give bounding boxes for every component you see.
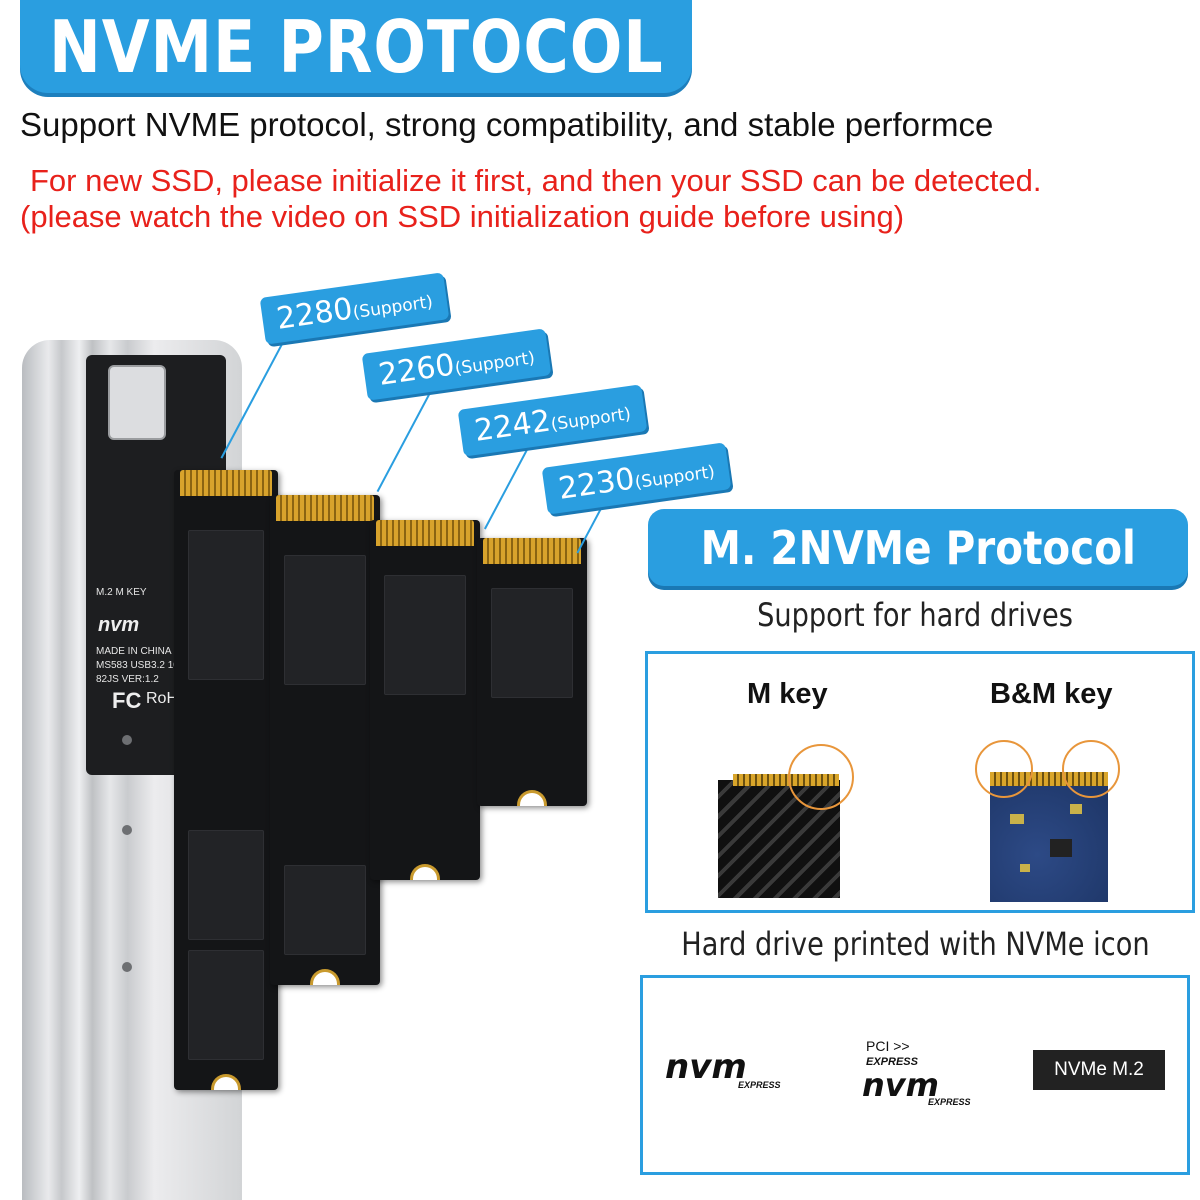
subtitle: Support NVME protocol, strong compatibil… (20, 106, 994, 143)
enclosure-label-key: M.2 M KEY (96, 587, 147, 598)
ssd-2260 (270, 495, 380, 985)
protocol-banner: M. 2NVMe Protocol (648, 509, 1188, 586)
size-tag-2260: 2260(Support) (361, 328, 552, 401)
enclosure-label-made: MADE IN CHINA (96, 646, 172, 657)
title-banner: NVME PROTOCOL (20, 0, 692, 93)
leader-line (576, 504, 604, 554)
warning-note-line-1: For new SSD, please initialize it first,… (30, 163, 1042, 198)
size-tag-2230: 2230(Support) (541, 442, 732, 515)
support-caption: Support for hard drives (757, 596, 1073, 634)
notch-highlight-icon (975, 740, 1033, 798)
pci-express-label: PCI >> (866, 1038, 910, 1054)
warning-note-line-2: (please watch the video on SSD initializ… (20, 199, 905, 234)
notch-highlight-icon (788, 744, 854, 810)
nvme-m2-badge: NVMe M.2 (1033, 1050, 1165, 1090)
enclosure-label-ver: 82JS VER:1.2 (96, 674, 159, 685)
rohs-mark: RoH (146, 690, 179, 707)
nvme-logo-icon: nvm (665, 1047, 747, 1087)
nvme-logo-panel (640, 975, 1190, 1175)
page-title: NVME PROTOCOL (48, 4, 664, 89)
size-tag-2280: 2280(Support) (259, 272, 450, 345)
pci-express-sub: EXPRESS (866, 1056, 918, 1068)
leader-line (483, 449, 528, 530)
bm-key-label: B&M key (990, 678, 1113, 710)
protocol-title: M. 2NVMe Protocol (700, 520, 1136, 575)
screw-icon (122, 825, 132, 835)
key-type-panel (645, 651, 1195, 913)
ssd-2280 (174, 470, 278, 1090)
usb-c-port (108, 365, 166, 440)
ssd-2242 (370, 520, 480, 880)
size-tag-2242: 2242(Support) (457, 384, 648, 457)
pci-nvme-logo-icon: nvm (862, 1066, 939, 1104)
fc-mark: FC (112, 688, 142, 713)
nvme-logo-sub: EXPRESS (738, 1080, 781, 1090)
notch-highlight-icon (1062, 740, 1120, 798)
leader-line (376, 394, 430, 493)
screw-icon (122, 735, 132, 745)
enclosure-label-model: MS583 USB3.2 10G (96, 660, 187, 671)
bm-key-ssd-image (990, 784, 1108, 902)
ssd-2230 (477, 538, 587, 806)
screw-icon (122, 962, 132, 972)
icon-caption: Hard drive printed with NVMe icon (681, 925, 1150, 963)
enclosure-nvme-logo: nvm (98, 614, 140, 636)
m-key-label: M key (747, 678, 828, 710)
pci-nvme-logo-sub: EXPRESS (928, 1097, 971, 1107)
